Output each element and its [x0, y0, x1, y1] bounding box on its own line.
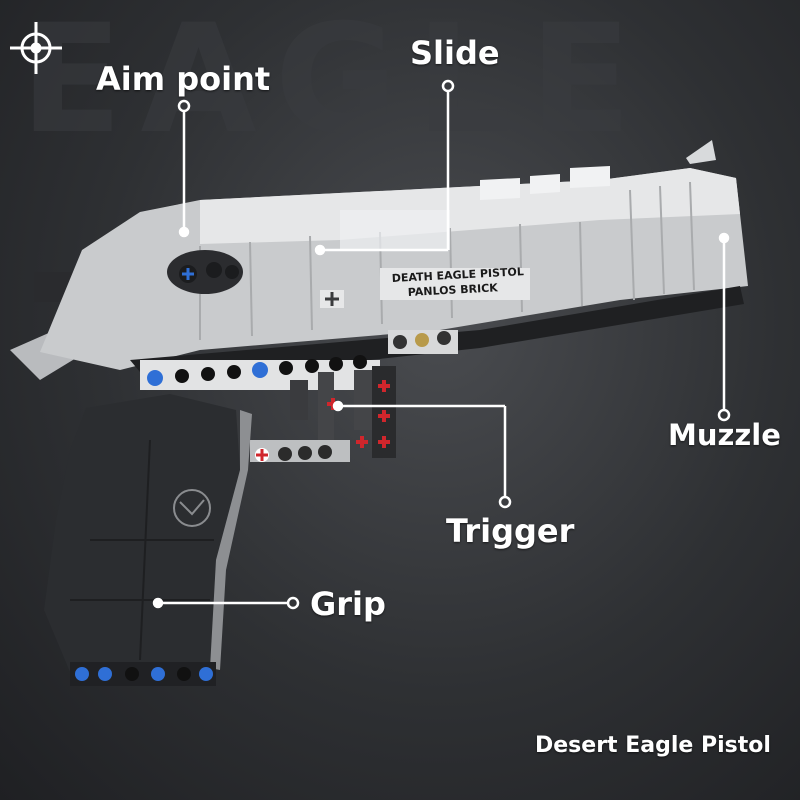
trigger-assembly	[250, 366, 396, 462]
crosshair-icon	[10, 22, 62, 74]
engraving-plate	[380, 268, 530, 300]
label-slide: Slide	[410, 34, 500, 72]
front-sight	[686, 140, 716, 164]
grip	[44, 394, 252, 686]
callout-muzzle	[717, 232, 731, 422]
label-grip: Grip	[310, 585, 386, 623]
label-trigger: Trigger	[446, 512, 575, 550]
callout-grip	[152, 596, 300, 610]
engraving-line-2: PANLOS BRICK	[407, 281, 498, 299]
aim-knob	[167, 250, 243, 294]
caption: Desert Eagle Pistol	[535, 733, 771, 758]
pin-row	[140, 330, 458, 390]
label-aim-point: Aim point	[96, 60, 271, 98]
background-watermark-text: EAGLE	[20, 0, 650, 160]
label-muzzle: Muzzle	[668, 418, 781, 452]
callout-slide	[314, 79, 455, 256]
cross-pin	[320, 290, 344, 308]
callout-trigger	[332, 400, 512, 509]
callout-aim-point	[177, 99, 191, 238]
